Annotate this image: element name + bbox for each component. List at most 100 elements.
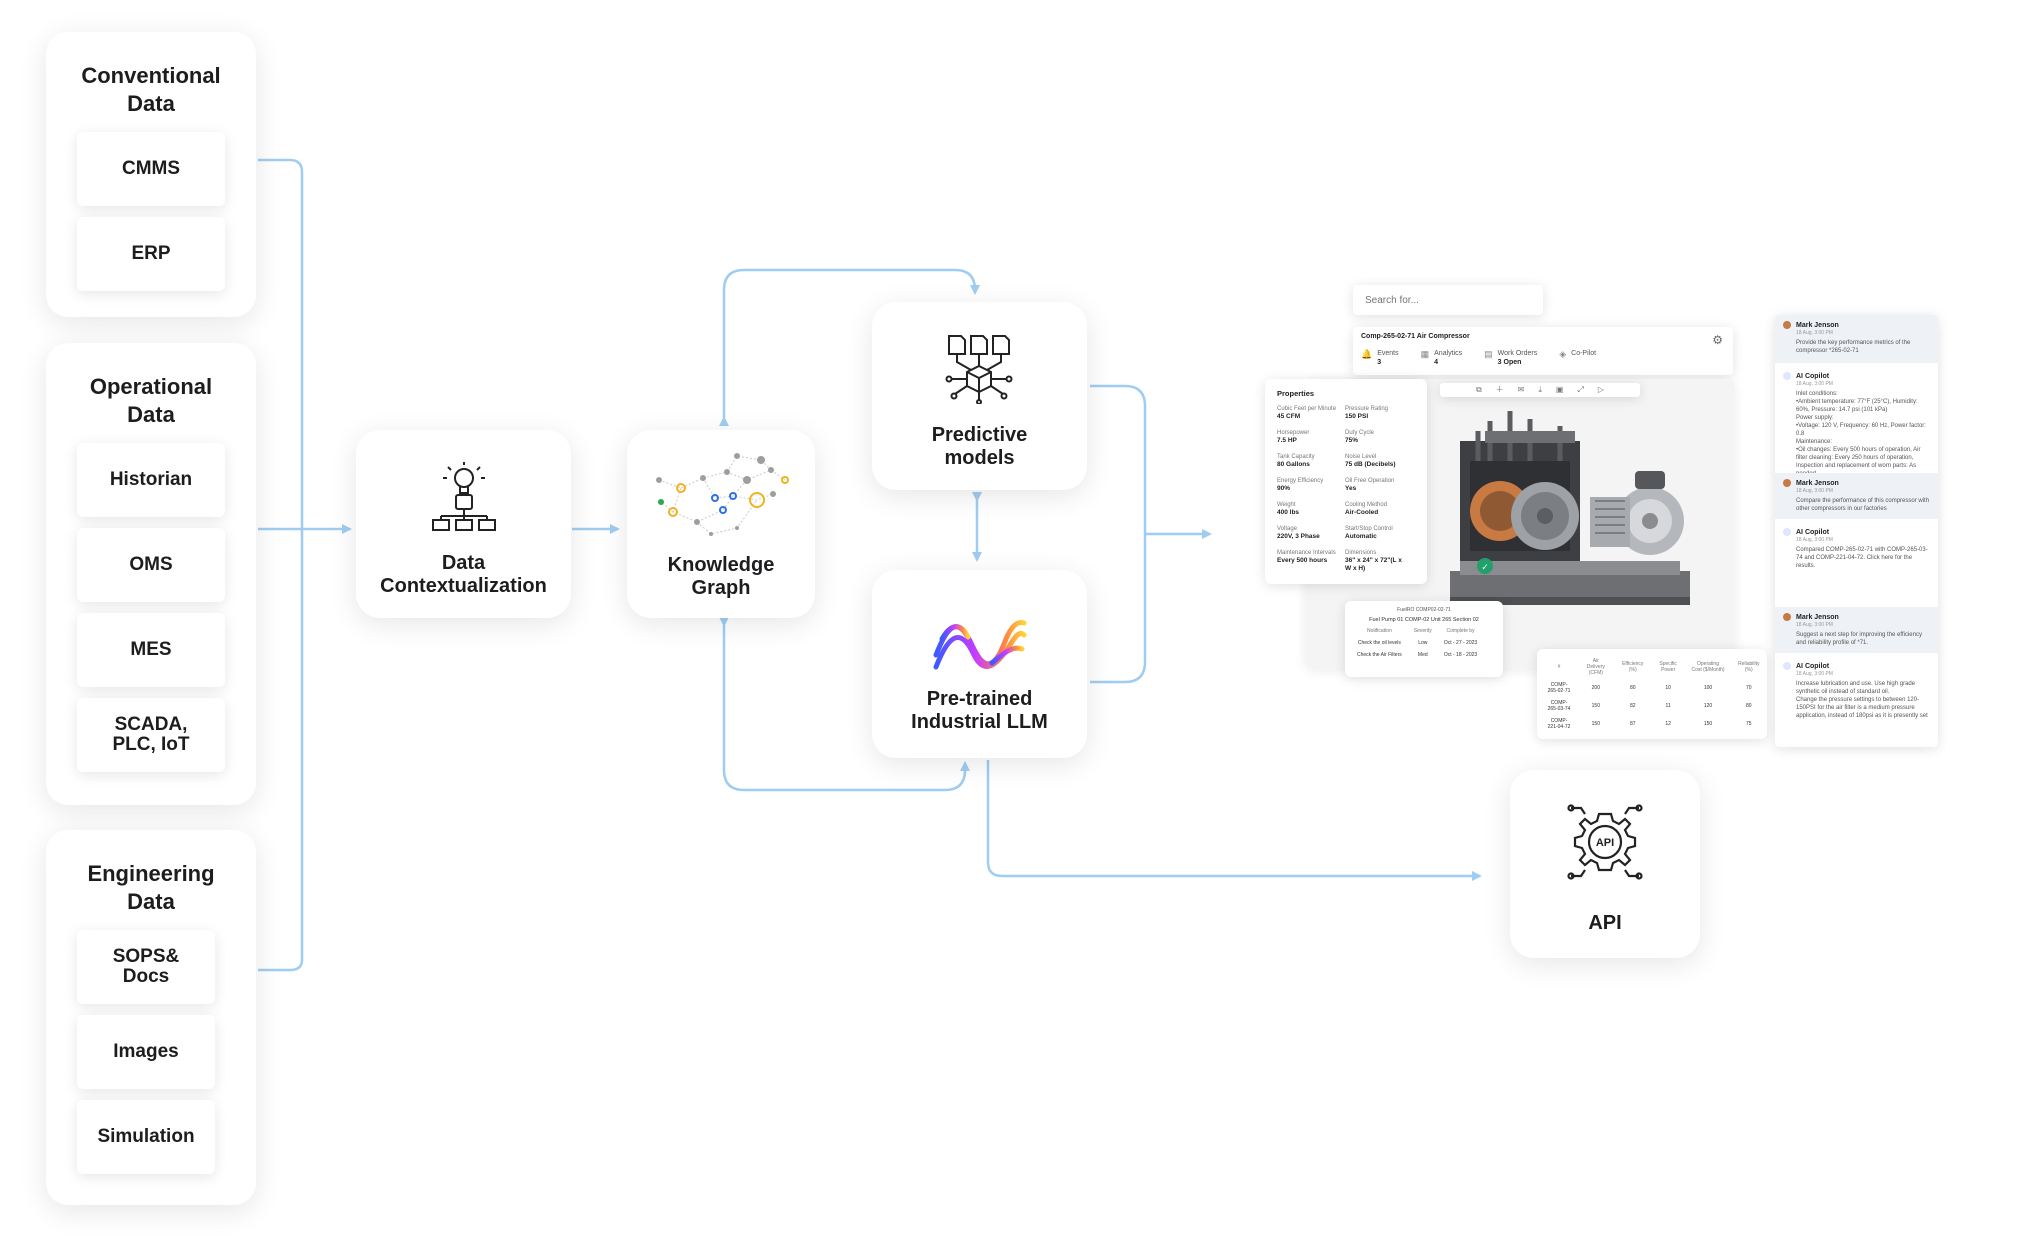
message-time: 18 Aug, 3:00 PM (1796, 622, 1833, 628)
avatar (1783, 321, 1791, 329)
copilot-icon (1783, 528, 1791, 536)
asset-header: Comp-265-02-71 Air Compressor ⚙ 🔔 Events… (1353, 327, 1733, 375)
column-header[interactable]: # (1557, 664, 1561, 670)
compare-table-card: # Air Delivery (CFM) Efficiency (%) Spec… (1537, 649, 1767, 739)
notification-card: FuelRO COMP02-02-71 Fuel Pump 01 COMP-02… (1345, 601, 1503, 677)
chip-scada[interactable]: SCADA, PLC, IoT (77, 698, 225, 772)
copilot-icon (1783, 372, 1791, 380)
viewer-toolbar: ⧉ ＋ ✉ ⤓ ▣ ⤢ ▷ (1440, 383, 1640, 397)
notification-header: FuelRO COMP02-02-71 (1397, 607, 1451, 613)
properties-title: Properties (1277, 389, 1315, 398)
node-label: Data Contextualization (380, 552, 547, 597)
chip-oms[interactable]: OMS (77, 528, 225, 602)
search-bar[interactable] (1353, 285, 1543, 315)
sender-name: Mark Jenson (1796, 321, 1839, 329)
message-time: 18 Aug, 3:00 PM (1796, 381, 1833, 387)
message-time: 18 Aug, 3:00 PM (1796, 671, 1833, 677)
mail-icon[interactable]: ✉ (1517, 385, 1525, 394)
svg-text:API: API (1596, 837, 1614, 849)
sender-name: AI Copilot (1796, 662, 1830, 670)
chip-cmms[interactable]: CMMS (77, 132, 225, 206)
column-header[interactable]: Complete by (1446, 628, 1475, 634)
column-header[interactable]: Operating Cost ($/Month) (1691, 661, 1725, 673)
play-icon[interactable]: ▷ (1597, 385, 1605, 394)
industrial-llm-node[interactable]: Pre-trained Industrial LLM (872, 570, 1087, 758)
copilot-icon: ◈ (1559, 349, 1567, 359)
column-header[interactable]: Specific Power (1659, 661, 1677, 673)
node-label: Pre-trained Industrial LLM (911, 688, 1048, 733)
asset-title: Comp-265-02-71 Air Compressor (1361, 333, 1470, 340)
message-text: Provide the key performance metrics of t… (1796, 340, 1911, 354)
message-time: 18 Aug, 3:00 PM (1796, 537, 1833, 543)
notification-table: Notification Severity Complete by Check … (1351, 625, 1483, 661)
sender-name: AI Copilot (1796, 528, 1830, 536)
panel-title: Operational Data (89, 374, 213, 427)
download-icon[interactable]: ⤓ (1538, 385, 1542, 394)
knowledge-graph-node[interactable]: Knowledge Graph (627, 430, 815, 618)
plus-icon[interactable]: ＋ (1495, 385, 1504, 394)
column-header[interactable]: Reliability (%) (1738, 661, 1760, 673)
knowledge-graph-icon (656, 453, 789, 536)
operational-data-panel: Operational Data Historian OMS MES SCADA… (46, 343, 256, 805)
document-icon: ▤ (1484, 349, 1493, 359)
sender-name: Mark Jenson (1796, 479, 1839, 487)
chip-simulation[interactable]: Simulation (77, 1100, 215, 1174)
engineering-data-panel: Engineering Data SOPS& Docs Images Simul… (46, 830, 256, 1205)
chip-erp[interactable]: ERP (77, 217, 225, 291)
search-input[interactable] (1363, 285, 1537, 315)
api-gear-icon: API (1567, 804, 1643, 880)
layers-icon[interactable]: ▣ (1555, 385, 1564, 394)
sender-name: AI Copilot (1796, 372, 1830, 380)
chip-sops-docs[interactable]: SOPS& Docs (77, 930, 215, 1004)
expand-icon[interactable]: ⤢ (1577, 385, 1584, 394)
column-header[interactable]: Severity (1413, 628, 1432, 634)
column-header[interactable]: Notification (1367, 628, 1392, 634)
app-screenshot: Comp-265-02-71 Air Compressor ⚙ 🔔 Events… (1265, 283, 1940, 753)
copy-icon[interactable]: ⧉ (1475, 385, 1482, 394)
bell-icon: 🔔 (1361, 349, 1373, 359)
chip-images[interactable]: Images (77, 1015, 215, 1089)
compressor-image: ✓ (1450, 411, 1690, 605)
chip-historian[interactable]: Historian (77, 443, 225, 517)
chip-mes[interactable]: MES (77, 613, 225, 687)
connector-llm-kg-bottom (719, 617, 970, 792)
message-text: Compare the performance of this compress… (1796, 498, 1930, 512)
column-header[interactable]: Efficiency (%) (1622, 661, 1644, 673)
column-header[interactable]: Air Delivery (CFM) (1586, 658, 1605, 676)
sender-name: Mark Jenson (1796, 613, 1839, 621)
connector-to-app (1090, 384, 1147, 684)
notification-subheader: Fuel Pump 01 COMP-02 Unit 265 Section 02 (1369, 617, 1479, 623)
llm-brand-icon (933, 620, 1026, 670)
stat-copilot[interactable]: ◈ Co-Pilot (1559, 349, 1596, 367)
conventional-data-panel: Conventional Data CMMS ERP (46, 32, 256, 317)
avatar (1783, 479, 1791, 487)
predictive-models-node[interactable]: Predictive models (872, 302, 1087, 490)
settings-icon[interactable]: ⚙ (1712, 333, 1723, 347)
node-label: Knowledge Graph (667, 554, 775, 599)
api-node[interactable]: API API (1510, 770, 1700, 958)
message-text: Compared COMP-265-02-71 with COMP-265-03… (1796, 547, 1928, 569)
data-contextualization-node[interactable]: Data Contextualization (356, 430, 571, 618)
message-text: Suggest a next step for improving the ef… (1796, 632, 1922, 646)
node-label: API (1588, 912, 1622, 934)
